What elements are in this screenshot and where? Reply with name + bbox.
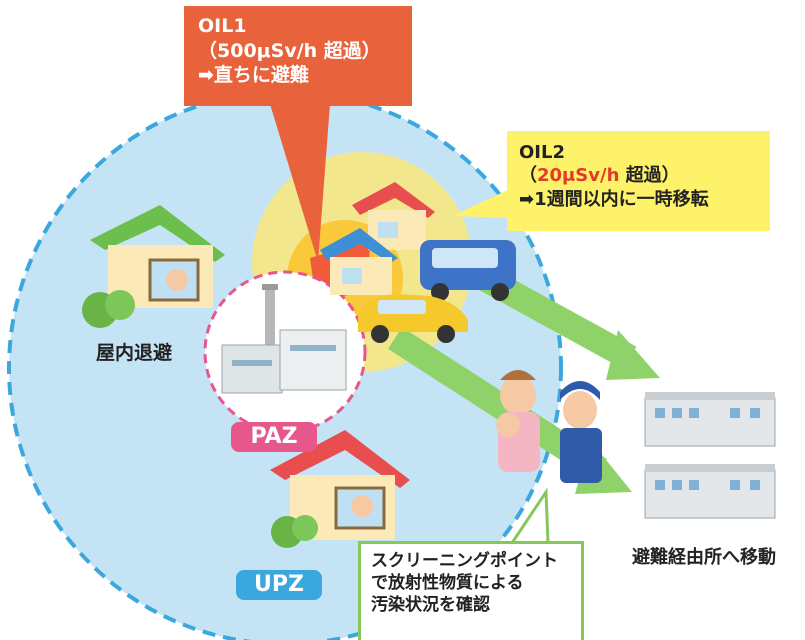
oil2-action: ➡1週間以内に一時移転 bbox=[519, 188, 709, 210]
oil2-pointer bbox=[452, 188, 512, 218]
oil2-dose: 20μSv/h bbox=[537, 165, 620, 187]
upz-label: UPZ bbox=[236, 570, 322, 600]
house-shelter-left bbox=[82, 205, 225, 328]
oil2-callout: OIL2 （20μSv/h 超過） ➡1週間以内に一時移転 bbox=[507, 131, 770, 231]
house-shelter-bottom bbox=[270, 430, 410, 548]
screening-line2: で放射性物質による bbox=[371, 573, 524, 594]
screening-line3: 汚染状況を確認 bbox=[371, 595, 490, 616]
indoor-shelter-label: 屋内退避 bbox=[96, 342, 173, 364]
evacuation-center-buildings bbox=[644, 392, 776, 519]
oil2-paren-open: （ bbox=[519, 165, 537, 187]
oil1-action: ➡直ちに避難 bbox=[198, 64, 309, 87]
paz-label: PAZ bbox=[231, 422, 317, 452]
screening-callout: スクリーニングポイント で放射性物質による 汚染状況を確認 bbox=[358, 541, 584, 640]
screening-line1: スクリーニングポイント bbox=[371, 551, 558, 571]
oil1-title: OIL1 bbox=[198, 15, 247, 37]
oil1-threshold: （500μSv/h 超過） bbox=[198, 39, 381, 62]
oil1-callout: OIL1 （500μSv/h 超過） ➡直ちに避難 bbox=[184, 6, 412, 106]
oil2-threshold: （20μSv/h 超過） bbox=[519, 164, 758, 187]
car-yellow-icon bbox=[358, 294, 468, 343]
oil2-title: OIL2 bbox=[519, 142, 565, 163]
oil2-paren-close: 超過） bbox=[619, 165, 680, 187]
evacuation-center-label: 避難経由所へ移動 bbox=[632, 547, 776, 568]
oil1-pointer bbox=[270, 104, 330, 262]
screening-staff-icon bbox=[496, 370, 602, 483]
houses-relocation bbox=[320, 182, 435, 295]
car-blue-icon bbox=[420, 240, 516, 301]
nuclear-plant-icon bbox=[221, 284, 347, 394]
